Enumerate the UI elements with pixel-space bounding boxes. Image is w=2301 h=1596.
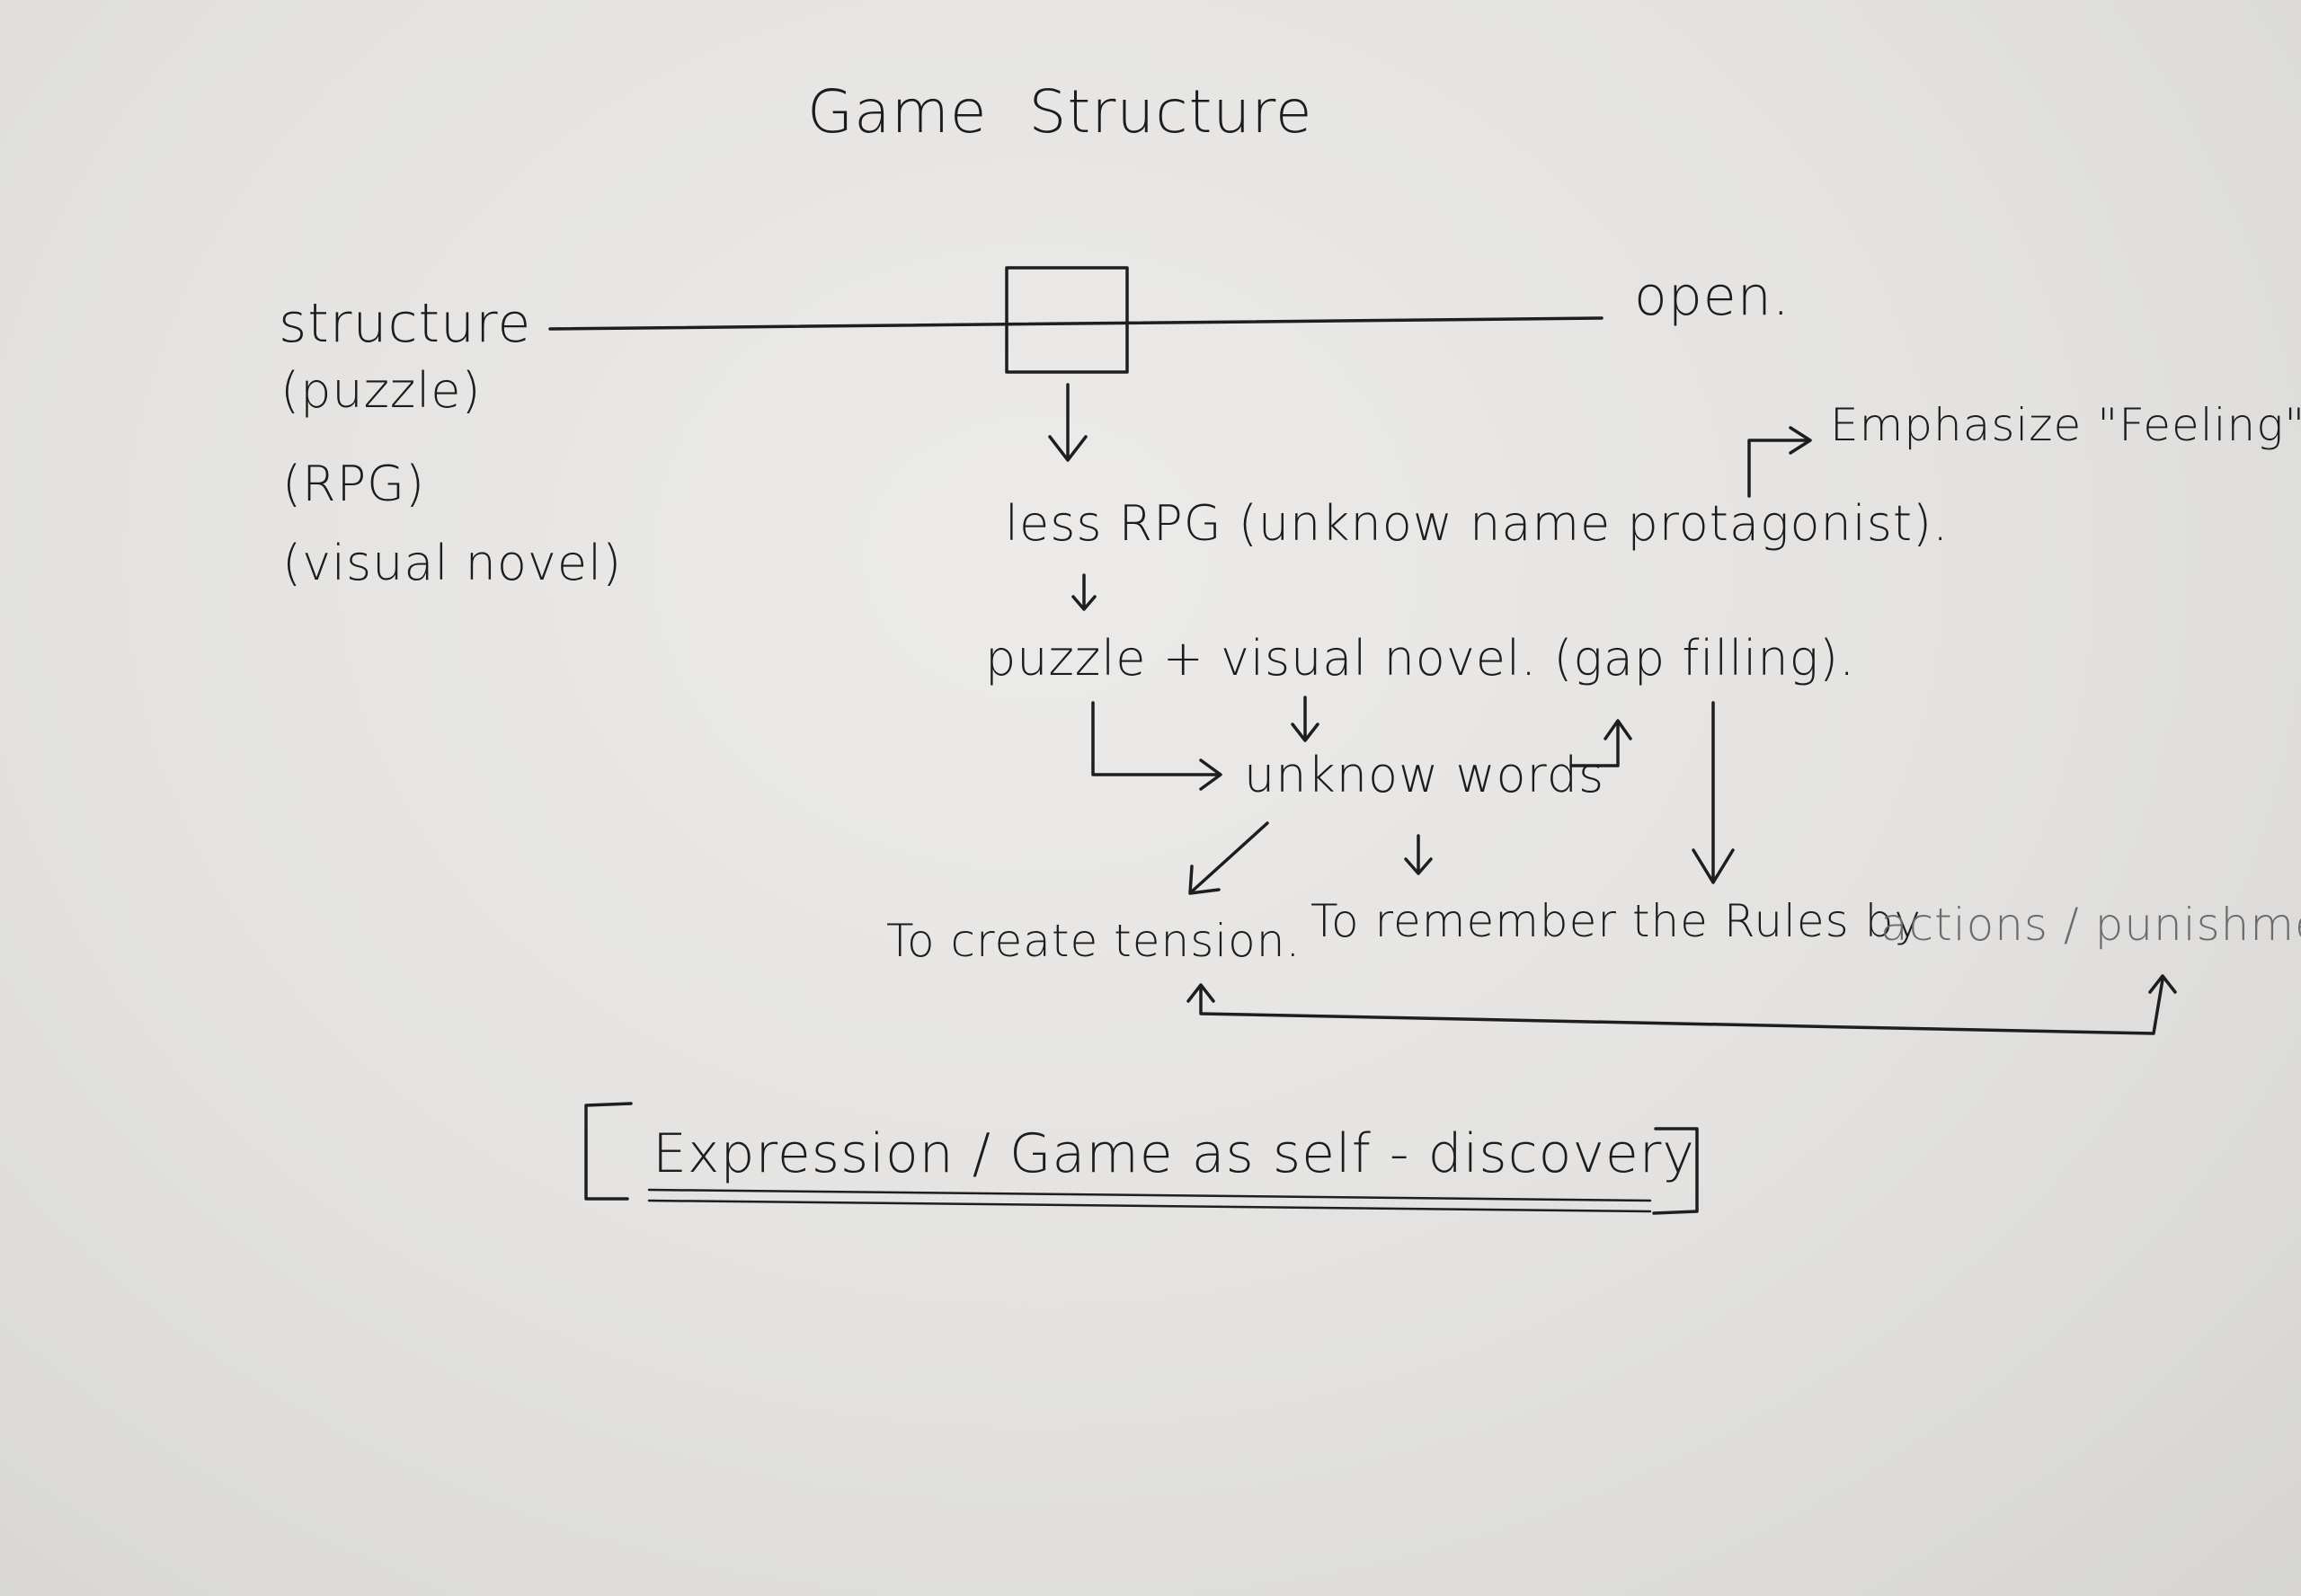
arrow-box-to-less-rpg [1048, 383, 1088, 462]
node-less-rpg: less RPG (unknow name protagonist). [1005, 495, 1950, 552]
arrow-words-to-remember [1404, 834, 1433, 875]
example-visual-novel: (visual novel) [282, 535, 623, 591]
spectrum-marker-box [1005, 266, 1129, 374]
example-rpg: (RPG) [282, 456, 426, 512]
spectrum-left-label: structure [279, 292, 532, 355]
node-emphasize-feeling: Emphasize "Feeling" [1830, 399, 2301, 451]
underline-top [647, 1188, 1652, 1202]
arrow-visual-to-words [1291, 696, 1319, 742]
arrow-puzzle-to-words [1091, 701, 1222, 791]
node-puzzle-visual-novel: puzzle + visual novel. (gap filling). [985, 630, 1856, 687]
node-remember-rules: To remember the Rules by [1310, 895, 1922, 947]
bracket-left [584, 1102, 633, 1201]
arrow-to-emphasize [1747, 426, 1812, 498]
node-unknow-words: unknow words [1244, 747, 1605, 803]
arrow-words-to-gap [1569, 719, 1632, 767]
node-create-tension: To create tension. [886, 915, 1302, 967]
spectrum-axis-line [548, 316, 1604, 331]
underline-bottom [647, 1199, 1652, 1213]
spectrum-right-label: open. [1634, 265, 1790, 328]
feedback-loop-line [1186, 974, 2177, 1035]
bracket-right [1652, 1127, 1699, 1215]
arrow-less-rpg-to-puzzle [1071, 573, 1097, 611]
node-actions-punishment: actions / punishment [1880, 899, 2301, 951]
example-puzzle: (puzzle) [280, 362, 482, 419]
page-title: Game Structure [807, 77, 1313, 146]
arrow-words-to-tension [1188, 821, 1269, 895]
arrow-gap-to-rules [1692, 701, 1735, 884]
conclusion-text: Expression / Game as self - discovery [653, 1122, 1695, 1185]
